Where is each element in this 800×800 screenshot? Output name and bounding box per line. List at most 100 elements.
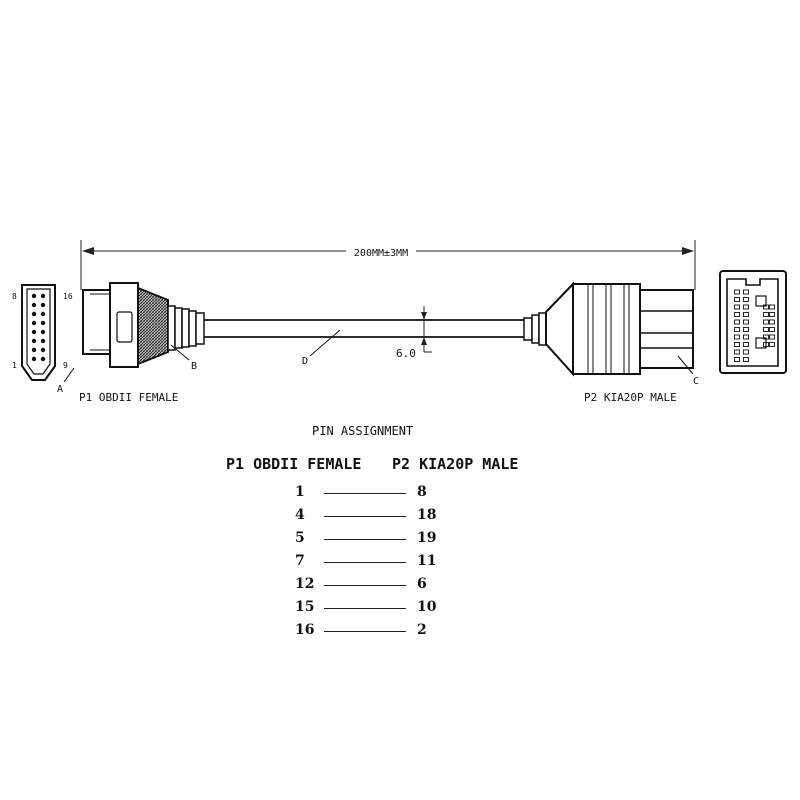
p1-face-view: 8 16 1 9 bbox=[12, 284, 73, 381]
p2-pin-socket bbox=[743, 349, 749, 355]
cable bbox=[204, 319, 524, 338]
p1-pin-9-label: 9 bbox=[63, 361, 68, 370]
pin-p2-number: 6 bbox=[417, 576, 427, 592]
pin-connection-line bbox=[324, 608, 406, 609]
pin-col-p2-header: P2 KIA20P MALE bbox=[392, 455, 519, 473]
p2-pin-socket bbox=[769, 319, 775, 325]
p2-pin-socket bbox=[743, 342, 749, 347]
p2-pin-socket bbox=[763, 304, 769, 310]
p2-pin-socket bbox=[763, 312, 769, 317]
p1-label: P1 OBDII FEMALE bbox=[79, 391, 178, 404]
p1-pin-dot bbox=[40, 320, 46, 326]
p2-pin-socket bbox=[743, 304, 749, 310]
pin-row: 12 6 bbox=[290, 576, 450, 599]
p1-pin-dot bbox=[31, 356, 37, 362]
p2-pin-socket bbox=[743, 319, 749, 325]
pin-p2-number: 19 bbox=[417, 530, 437, 546]
p1-pin-dot bbox=[40, 329, 46, 335]
pin-p1-number: 12 bbox=[295, 576, 315, 592]
p1-pin-dot bbox=[31, 311, 37, 317]
callout-c-label: C bbox=[693, 376, 699, 387]
pin-p2-number: 18 bbox=[417, 507, 437, 523]
p1-pin-dot bbox=[31, 302, 37, 308]
callout-c: C bbox=[677, 355, 699, 387]
p2-pin-socket bbox=[743, 312, 749, 317]
pin-p2-number: 11 bbox=[417, 553, 437, 569]
p2-pin-socket bbox=[769, 334, 775, 340]
p1-strain-relief bbox=[167, 305, 205, 351]
callout-d-label: D bbox=[302, 356, 308, 367]
p2-pin-socket bbox=[734, 297, 740, 302]
pin-connection-line bbox=[324, 493, 406, 494]
p2-pin-socket bbox=[763, 327, 769, 332]
p2-pin-socket bbox=[763, 334, 769, 340]
pin-connection-line bbox=[324, 585, 406, 586]
length-dimension: 200MM±3MM bbox=[80, 240, 696, 290]
pin-p1-number: 4 bbox=[295, 507, 305, 523]
p1-pin-dot bbox=[31, 347, 37, 353]
diameter-label: 6.0 bbox=[396, 347, 416, 360]
p2-pin-socket bbox=[734, 304, 740, 310]
p2-pin-socket bbox=[734, 312, 740, 317]
callout-d: D bbox=[302, 329, 341, 367]
p1-pin-dot bbox=[40, 338, 46, 344]
pin-row: 4 18 bbox=[290, 507, 450, 530]
p2-pin-socket bbox=[743, 289, 749, 295]
p2-face-view bbox=[719, 270, 787, 374]
p2-pins bbox=[734, 289, 775, 362]
diameter-dimension: 6.0 bbox=[396, 306, 432, 360]
pin-p1-number: 1 bbox=[295, 484, 305, 500]
p2-label: P2 KIA20P MALE bbox=[584, 391, 677, 404]
pin-connection-line bbox=[324, 562, 406, 563]
pin-p1-number: 7 bbox=[295, 553, 305, 569]
p1-pin-dot bbox=[31, 329, 37, 335]
p2-pin-socket bbox=[743, 327, 749, 332]
p2-strain-relief bbox=[523, 312, 547, 346]
pin-p2-number: 8 bbox=[417, 484, 427, 500]
pin-connection-line bbox=[324, 516, 406, 517]
p2-pin-socket bbox=[769, 342, 775, 347]
p2-pin-socket bbox=[734, 319, 740, 325]
p2-pin-socket bbox=[734, 289, 740, 295]
pin-p2-number: 10 bbox=[417, 599, 437, 615]
p1-pins bbox=[31, 302, 46, 362]
p2-pin-socket bbox=[763, 342, 769, 347]
pin-connection-line bbox=[324, 631, 406, 632]
pin-row: 7 11 bbox=[290, 553, 450, 576]
p2-pin-socket bbox=[769, 327, 775, 332]
p2-pin-socket bbox=[763, 319, 769, 325]
callout-b-label: B bbox=[191, 361, 197, 372]
p1-pin-dot bbox=[31, 338, 37, 344]
p1-pin-16-label: 16 bbox=[63, 292, 73, 301]
p1-pin-dot bbox=[40, 356, 46, 362]
p2-pin-socket bbox=[743, 357, 749, 362]
p2-pin-socket bbox=[734, 357, 740, 362]
p2-pin-socket bbox=[743, 297, 749, 302]
p1-pin-dot bbox=[40, 311, 46, 317]
p1-pin-dot bbox=[40, 302, 46, 308]
p2-connector bbox=[523, 281, 694, 377]
pin-connection-line bbox=[324, 539, 406, 540]
p1-pin-1-label: 1 bbox=[12, 361, 17, 370]
p2-pin-socket bbox=[734, 334, 740, 340]
p2-pin-socket bbox=[734, 327, 740, 332]
pin-p1-number: 16 bbox=[295, 622, 315, 638]
p2-pin-socket bbox=[743, 334, 749, 340]
p1-connector bbox=[82, 282, 205, 368]
pin-col-p1-header: P1 OBDII FEMALE bbox=[226, 455, 362, 473]
pin-p1-number: 15 bbox=[295, 599, 315, 615]
callout-b: B bbox=[170, 344, 197, 372]
p1-pin-dot bbox=[31, 320, 37, 326]
pin-row: 5 19 bbox=[290, 530, 450, 553]
callout-a: A bbox=[57, 367, 75, 395]
p2-pin-socket bbox=[769, 312, 775, 317]
p1-pin-8-label: 8 bbox=[12, 292, 17, 301]
p2-pin-socket bbox=[734, 342, 740, 347]
p2-pin-socket bbox=[734, 349, 740, 355]
pin-p1-number: 5 bbox=[295, 530, 305, 546]
callout-a-label: A bbox=[57, 384, 63, 395]
length-label: 200MM±3MM bbox=[354, 248, 408, 259]
